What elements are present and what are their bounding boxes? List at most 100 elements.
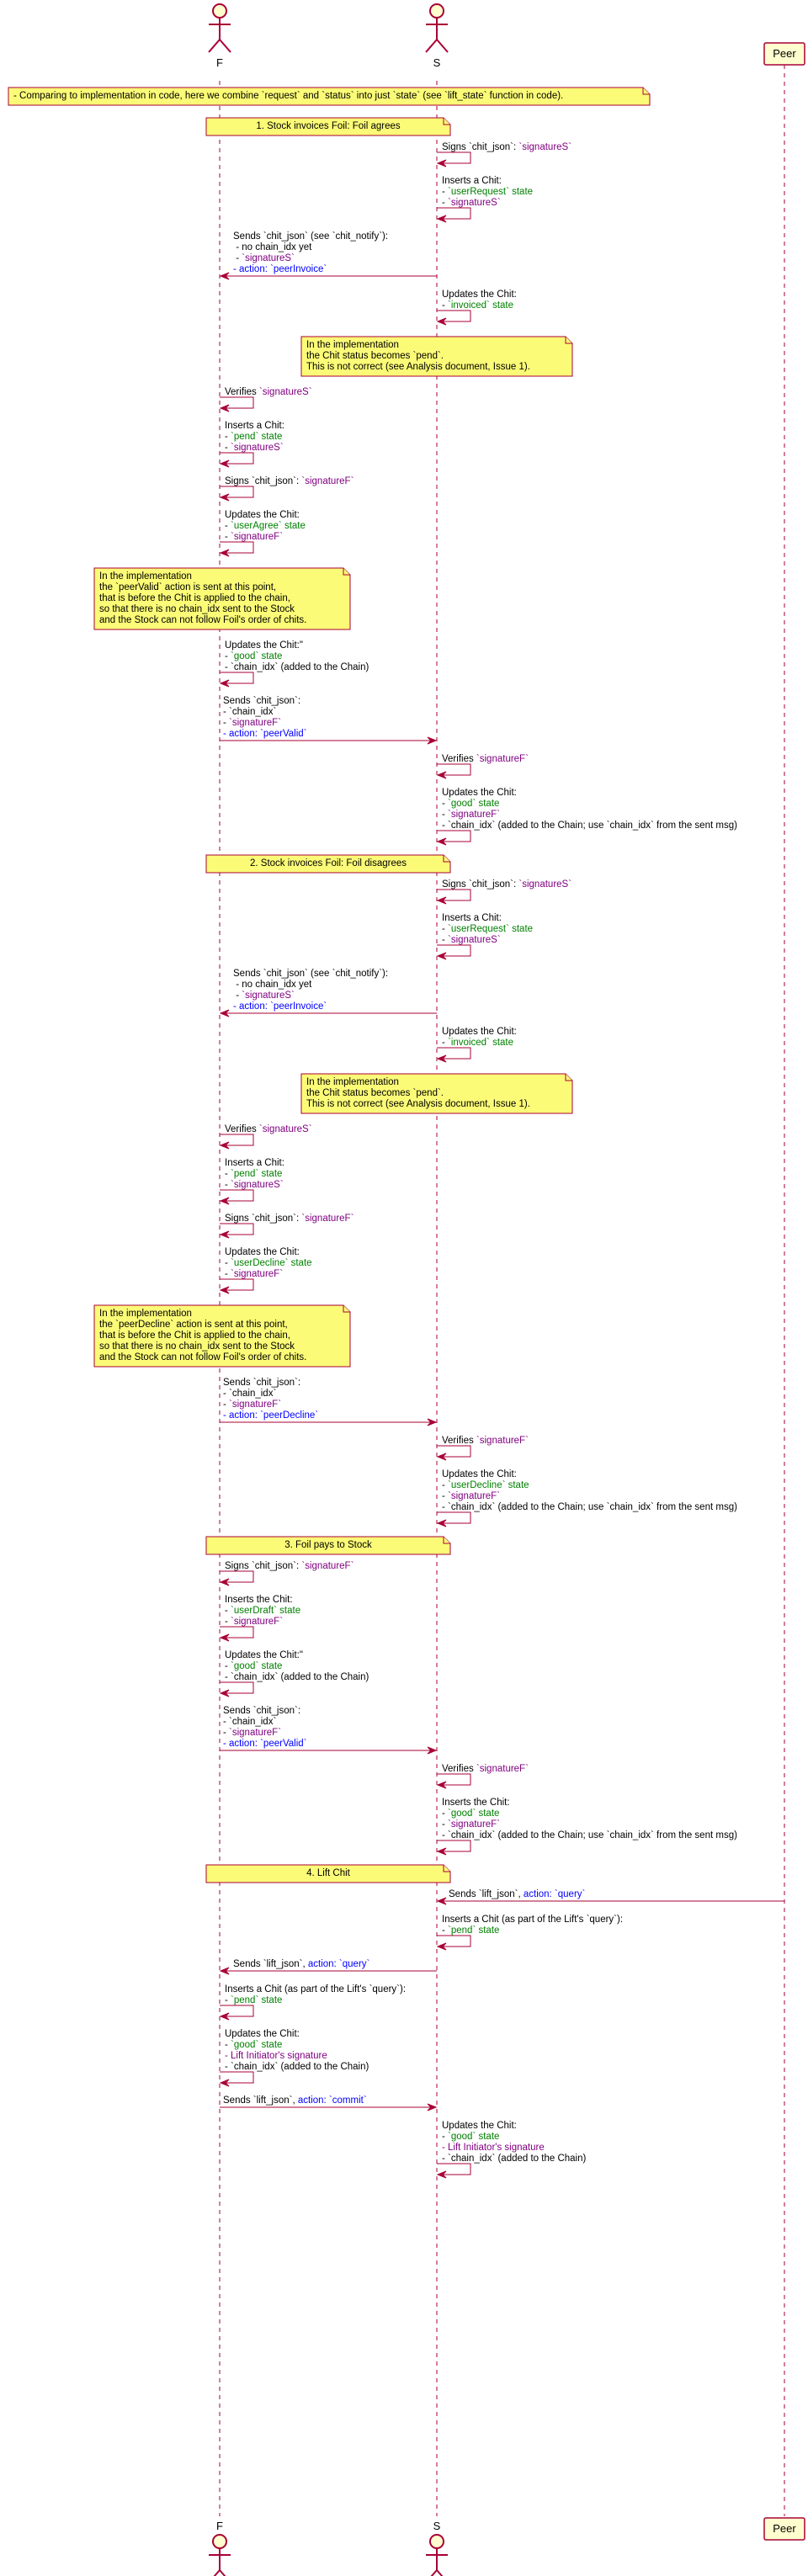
text-run: - `chain_idx` (added to the Chain): [442, 2154, 586, 2164]
text-run: `pend`: [448, 1925, 476, 1936]
text-run: state: [288, 1258, 311, 1268]
text-run: -: [442, 1480, 448, 1490]
actor-icon: [208, 3, 231, 53]
text-run: This is not correct (see Analysis docume…: [306, 1099, 530, 1109]
text-run: `userRequest`: [448, 187, 509, 197]
text-run: Signs `chit_json`:: [442, 879, 518, 890]
text-run: `signatureF`: [231, 1617, 283, 1627]
self-message-arrow: [220, 2071, 254, 2084]
text-run: action: `commit`: [298, 2095, 367, 2106]
text-run: - `chain_idx` (added to the Chain): [225, 1672, 369, 1682]
self-message-label: Updates the Chit:- `invoiced` state: [442, 289, 517, 311]
text-run: Signs `chit_json`:: [442, 142, 518, 152]
text-run: `pend`: [231, 432, 258, 442]
arrow-head: [436, 2170, 447, 2179]
text-run: state: [258, 1169, 282, 1179]
text-run: `good`: [231, 1661, 258, 1671]
participant-s-top: S: [433, 56, 441, 69]
note-fold: [443, 855, 450, 863]
text-run: `invoiced`: [448, 300, 490, 311]
arrow-head: [219, 1009, 230, 1017]
text-run: - `chain_idx`: [223, 707, 276, 717]
text-run: - `chain_idx` (added to the Chain; use `…: [442, 821, 737, 831]
message-label: Sends `lift_json`, action: `query`: [449, 1889, 585, 1899]
message-label: Sends `chit_json`:- `chain_idx`- `signat…: [223, 696, 307, 739]
section-title: 2. Stock invoices Foil: Foil disagrees: [250, 858, 407, 868]
text-run: Inserts a Chit (as part of the Lift's `q…: [442, 1915, 623, 1925]
text-run: -: [225, 651, 231, 661]
self-message-label: Signs `chit_json`: `signatureF`: [225, 1561, 354, 1571]
text-run: the `peerDecline` action is sent at this…: [99, 1320, 288, 1330]
text-run: and the Stock can not follow Foil's orde…: [99, 1352, 306, 1362]
text-run: -: [225, 1617, 231, 1627]
self-message-arrow: [220, 1278, 254, 1291]
text-run: This is not correct (see Analysis docume…: [306, 362, 530, 372]
text-run: `signatureF`: [229, 1728, 281, 1738]
text-run: Verifies: [225, 1124, 259, 1134]
note-fold: [343, 1305, 350, 1313]
text-run: -: [225, 1180, 231, 1190]
text-run: Verifies: [225, 387, 259, 397]
arrow-head: [219, 1689, 230, 1697]
text-run: `good`: [231, 2040, 258, 2050]
actor-icon: [209, 2534, 231, 2576]
participant-peer-top: Peer: [773, 47, 796, 60]
text-run: - no chain_idx yet: [233, 242, 312, 252]
text-run: `invoiced`: [448, 1038, 490, 1048]
text-run: `userDecline`: [448, 1480, 505, 1490]
participant-s-bottom: S: [433, 2520, 441, 2532]
self-message-label: Inserts a Chit:- `userRequest` state- `s…: [442, 176, 533, 208]
arrow-head: [436, 1054, 447, 1063]
text-run: state: [476, 799, 499, 809]
self-message-arrow: [220, 1570, 254, 1583]
self-message-arrow: [437, 207, 471, 220]
text-run: that is before the Chit is applied to th…: [99, 593, 290, 603]
text-run: `signatureS`: [242, 253, 295, 263]
text-run: `signatureS`: [448, 935, 501, 945]
text-run: -: [225, 1169, 231, 1179]
text-run: -: [442, 799, 448, 809]
self-message-arrow: [220, 2005, 254, 2017]
self-message-label: Verifies `signatureF`: [442, 1436, 529, 1446]
section-title: 3. Foil pays to Stock: [284, 1540, 372, 1550]
text-run: `signatureS`: [231, 443, 284, 453]
text-run: action: `query`: [524, 1889, 586, 1899]
self-message-arrow: [437, 1047, 471, 1060]
arrow-head: [219, 1578, 230, 1586]
arrow-head: [436, 952, 447, 960]
arrow-head: [219, 272, 230, 280]
text-run: state: [258, 2040, 282, 2050]
arrow-head: [219, 1967, 230, 1975]
text-run: `signatureF`: [301, 1214, 354, 1224]
text-run: Updates the Chit:: [442, 1469, 517, 1479]
arrow-head: [219, 404, 230, 412]
arrow-head: [427, 1418, 438, 1426]
self-message-arrow: [437, 151, 471, 164]
self-message-label: Inserts the Chit:- `good` state- `signat…: [442, 1798, 737, 1840]
text-run: `pend`: [231, 1995, 258, 2005]
text-run: the `peerValid` action is sent at this p…: [99, 582, 276, 592]
arrow-head: [219, 1633, 230, 1642]
text-run: `good`: [448, 1809, 476, 1819]
note-fold: [565, 337, 572, 344]
text-run: so that there is no chain_idx sent to th…: [99, 604, 295, 614]
text-run: Updates the Chit:: [442, 1027, 517, 1037]
self-message-label: Updates the Chit:- `userDecline` state- …: [442, 1469, 737, 1512]
text-run: `signatureS`: [259, 387, 312, 397]
text-run: - `chain_idx` (added to the Chain; use `…: [442, 1830, 737, 1840]
section-title-note: [205, 1864, 451, 1883]
text-run: `signatureS`: [518, 879, 571, 890]
arrow-head: [219, 1141, 230, 1150]
arrow-head: [427, 2103, 438, 2111]
actor-leg-icon: [436, 39, 449, 53]
text-run: Signs `chit_json`:: [225, 1214, 301, 1224]
note-fold: [443, 118, 450, 125]
actor-leg-icon: [430, 2569, 438, 2576]
self-message-arrow: [220, 1626, 254, 1639]
text-run: `signatureS`: [231, 1180, 284, 1190]
text-run: `signatureF`: [301, 1561, 354, 1571]
text-run: - Lift Initiator's signature: [442, 2143, 545, 2153]
text-run: Sends `chit_json`:: [223, 1378, 300, 1388]
self-message-label: Verifies `signatureS`: [225, 387, 312, 397]
